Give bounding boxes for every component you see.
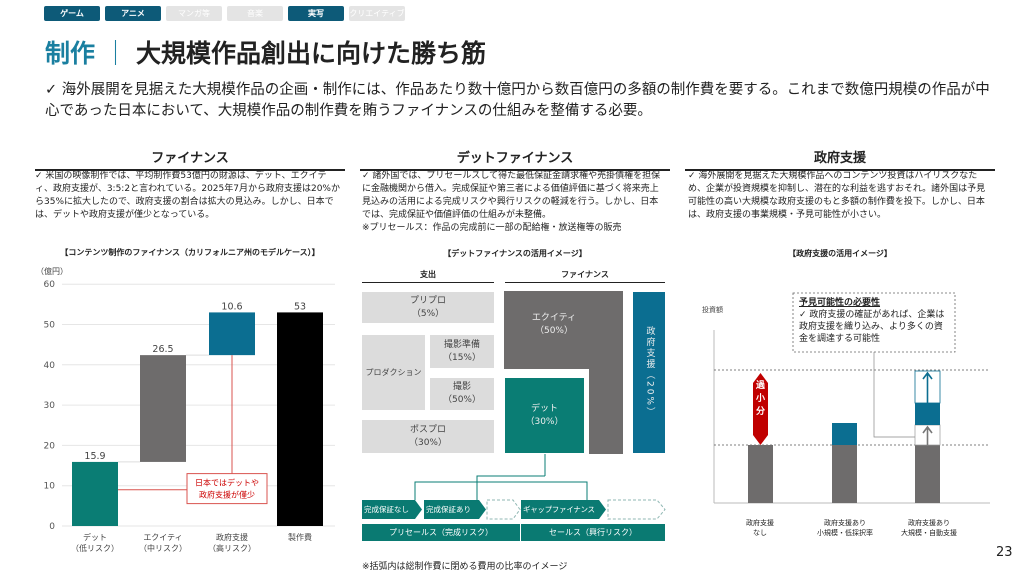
data-label: 53 bbox=[294, 301, 306, 312]
y-tick-label: 0 bbox=[49, 522, 55, 532]
bar-0 bbox=[72, 461, 118, 526]
investment-label: 投資額 bbox=[702, 306, 723, 314]
page-title: 制作｜大規模作品創出に向けた勝ち筋 bbox=[45, 34, 486, 70]
x-tick-label: 製作費 bbox=[288, 532, 312, 542]
finance-heading: ファイナンス bbox=[35, 147, 345, 171]
bar-small-support-base bbox=[832, 445, 857, 503]
debt-connector-lines bbox=[414, 454, 666, 520]
x-tick-label: （低リスク） bbox=[71, 543, 119, 553]
bar-small-support-gov bbox=[832, 423, 857, 445]
equity-block-column bbox=[589, 369, 623, 454]
finance-chart-title: 【コンテンツ制作のファイナンス（カリフォルニア州のモデルケース）】 bbox=[60, 248, 320, 257]
shortfall-marker bbox=[753, 373, 768, 445]
y-tick-label: 40 bbox=[44, 361, 56, 371]
title-category: 制作 bbox=[45, 39, 96, 68]
tab-3[interactable]: 音楽 bbox=[227, 6, 283, 21]
tab-2[interactable]: マンガ等 bbox=[166, 6, 222, 21]
equity-block bbox=[504, 291, 623, 369]
sales-band: セールス（興行リスク） bbox=[521, 524, 665, 541]
finance-header: ファイナンス bbox=[505, 269, 665, 283]
annotation-text: 日本ではデットや bbox=[195, 478, 259, 488]
tab-4[interactable]: 実写 bbox=[288, 6, 344, 21]
debt-text: ✓ 諸外国では、プリセールスして得た最低保証金請求権や売掛債権を担保に金融機関か… bbox=[362, 170, 667, 235]
bar-large-support-gov bbox=[915, 403, 940, 425]
annotation-text: 政府支援が僅少 bbox=[199, 490, 255, 500]
debt-heading: デットファイナンス bbox=[360, 147, 670, 171]
y-tick-label: 60 bbox=[44, 280, 56, 290]
gov-support-block: 政府支援（20%） bbox=[633, 292, 665, 453]
lead-text: ✓ 海外展開を見据えた大規模作品の企画・制作には、作品あたり数十億円から数百億円… bbox=[45, 82, 990, 119]
x-tick-label: （中リスク） bbox=[139, 543, 187, 553]
gov-support-chart bbox=[713, 292, 990, 504]
gov-cat-none: 政府支援 なし bbox=[746, 519, 774, 537]
expense-postproduction: ポスプロ （30%） bbox=[362, 420, 494, 453]
x-tick-label: （高リスク） bbox=[208, 543, 256, 553]
annotation-line bbox=[118, 355, 233, 491]
gov-cat-small: 政府支援あり 小規模・低採択率 bbox=[817, 519, 873, 537]
equity-label: エクイティ （50%） bbox=[531, 313, 577, 336]
title-text: 大規模作品創出に向けた勝ち筋 bbox=[136, 39, 487, 68]
finance-text: ✓ 米国の映像制作では、平均制作費53億円の財源は、デット、エクイティ、政府支援… bbox=[35, 171, 340, 220]
debt-footnote: ※括弧内は総制作費に閉める費用の比率のイメージ bbox=[362, 562, 568, 572]
data-label: 26.5 bbox=[152, 344, 173, 355]
callout-title: 予見可能性の必要性 bbox=[799, 298, 881, 308]
debt-image-title: 【デットファイナンスの活用イメージ】 bbox=[443, 249, 587, 258]
expense-preproduction: プリプロ （5%） bbox=[362, 292, 494, 323]
y-axis-label: （億円） bbox=[36, 266, 68, 276]
tab-0[interactable]: ゲーム bbox=[44, 6, 100, 21]
y-tick-label: 50 bbox=[44, 321, 56, 331]
y-tick-label: 10 bbox=[44, 482, 56, 492]
page-number: 23 bbox=[996, 545, 1013, 560]
callout-box: 予見可能性の必要性 ✓ 政府支援の確証があれば、企業は政府支援を織り込み、より多く… bbox=[799, 297, 951, 345]
tab-5[interactable]: クリエイティブ bbox=[349, 6, 405, 21]
debt-body: ✓ 諸外国では、プリセールスして得た最低保証金請求権や売掛債権を担保に金融機関か… bbox=[362, 171, 661, 220]
arrow-no-completion-guarantee: 完成保証なし bbox=[362, 500, 422, 519]
arrow-gap-finance: ギャップファイナンス bbox=[521, 500, 606, 519]
bar-2 bbox=[209, 312, 255, 356]
expense-shoot: 撮影 （50%） bbox=[430, 378, 494, 410]
title-separator: ｜ bbox=[103, 39, 129, 68]
bar-no-support bbox=[748, 445, 773, 503]
presales-band: プリセールス（完成リスク） bbox=[362, 524, 520, 541]
gov-heading: 政府支援 bbox=[685, 147, 995, 171]
x-tick-label: 政府支援 bbox=[216, 532, 248, 542]
gov-text: ✓ 海外展開を見据えた大規模作品へのコンテンツ投資はハイリスクなため、企業が投資… bbox=[688, 171, 986, 220]
arrow-completion-guarantee: 完成保証あり bbox=[424, 500, 486, 519]
y-tick-label: 20 bbox=[44, 441, 56, 451]
bar-large-support-base bbox=[915, 445, 940, 503]
finance-waterfall-chart: （億円）010203040506015.9デット（低リスク）26.5エクイティ（… bbox=[36, 266, 335, 553]
bar-1 bbox=[140, 355, 186, 462]
shortfall-label: 過小分 bbox=[756, 381, 766, 417]
y-tick-label: 30 bbox=[44, 401, 56, 411]
tab-1[interactable]: アニメ bbox=[105, 6, 161, 21]
gov-image-title: 【政府支援の活用イメージ】 bbox=[788, 249, 892, 258]
callout-text: ✓ 政府支援の確証があれば、企業は政府支援を織り込み、より多くの資金を調達する可… bbox=[799, 310, 945, 344]
annotation-box bbox=[186, 473, 268, 505]
data-label: 10.6 bbox=[221, 301, 242, 312]
bar-3 bbox=[277, 312, 323, 526]
debt-block: デット （30%） bbox=[505, 378, 584, 453]
x-tick-label: デット bbox=[83, 532, 107, 542]
expense-header: 支出 bbox=[362, 269, 494, 283]
gov-cat-large: 政府支援あり 大規模・自動支援 bbox=[901, 519, 957, 537]
debt-note: ※プリセールス：作品の完成前に一部の配給権・放送権等の販売 bbox=[362, 223, 622, 233]
data-label: 15.9 bbox=[84, 451, 105, 462]
expense-production: プロダクション bbox=[362, 335, 425, 410]
expense-shoot-prep: 撮影準備 （15%） bbox=[430, 335, 494, 368]
x-tick-label: エクイティ bbox=[143, 533, 182, 542]
